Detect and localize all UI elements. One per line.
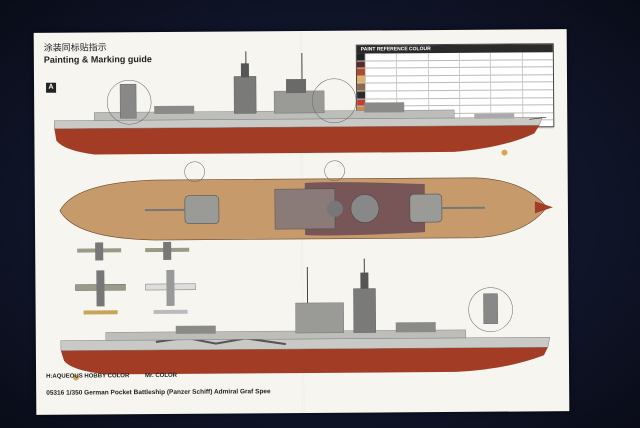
detail-callout-mast: [311, 78, 357, 124]
hull-red-top: [54, 125, 540, 155]
deck-plan-view: [59, 177, 553, 241]
legend-aqueous: H:AQUEOUS HOBBY COLOR: [46, 373, 130, 380]
aircraft-drawings: [75, 241, 196, 315]
detail-callout-bow: [106, 79, 152, 125]
side-profile-bottom: [60, 258, 551, 381]
legend: H:AQUEOUS HOBBY COLOR Mr. COLOR: [46, 373, 191, 380]
ship-drawings: [54, 51, 553, 381]
legend-mr-color: Mr. COLOR: [144, 372, 178, 380]
instruction-sheet: 涂装同标贴指示 Painting & Marking guide A PAINT…: [33, 29, 570, 415]
side-profile-top: [54, 51, 547, 156]
detail-callout-rear: [468, 287, 513, 332]
